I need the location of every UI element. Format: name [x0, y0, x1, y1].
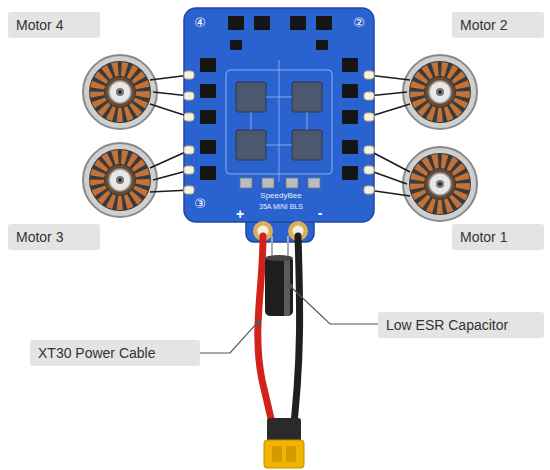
- leader-dot: [288, 284, 293, 289]
- callout-text: Motor 2: [460, 16, 536, 34]
- callout-box: Motor 1: [452, 224, 544, 250]
- xt30-connector: [264, 440, 304, 468]
- callout-text: XT30 Power Cable: [38, 344, 192, 362]
- esc-board: [184, 8, 374, 242]
- callout-text: Motor 3: [16, 228, 92, 246]
- polarity-mark: +: [236, 207, 244, 221]
- polarity-mark: -: [318, 206, 323, 220]
- pad-number: ④: [194, 16, 206, 29]
- callout-box: Low ESR Capacitor: [378, 312, 544, 338]
- capacitor-illustration: [265, 236, 293, 316]
- callout-box: Motor 2: [452, 12, 544, 38]
- callout-box: Motor 4: [8, 12, 100, 38]
- leader-lines: [200, 286, 378, 353]
- callout-text: Motor 1: [460, 228, 536, 246]
- callout-box: XT30 Power Cable: [30, 340, 200, 366]
- power-cable: [258, 236, 301, 442]
- motor-illustration: [83, 143, 157, 217]
- callout-box: Motor 3: [8, 224, 100, 250]
- leader-dot: [256, 320, 261, 325]
- pad-number: ③: [194, 197, 206, 210]
- motor-illustration: [403, 147, 477, 221]
- motor-illustration: [83, 55, 157, 129]
- callout-text: Low ESR Capacitor: [386, 316, 536, 334]
- pad-number: ②: [353, 16, 365, 29]
- model-label: 35A MINI BLS: [259, 203, 303, 210]
- brand-label: SpeedyBee: [260, 192, 301, 200]
- callout-text: Motor 4: [16, 16, 92, 34]
- motor-illustration: [403, 55, 477, 129]
